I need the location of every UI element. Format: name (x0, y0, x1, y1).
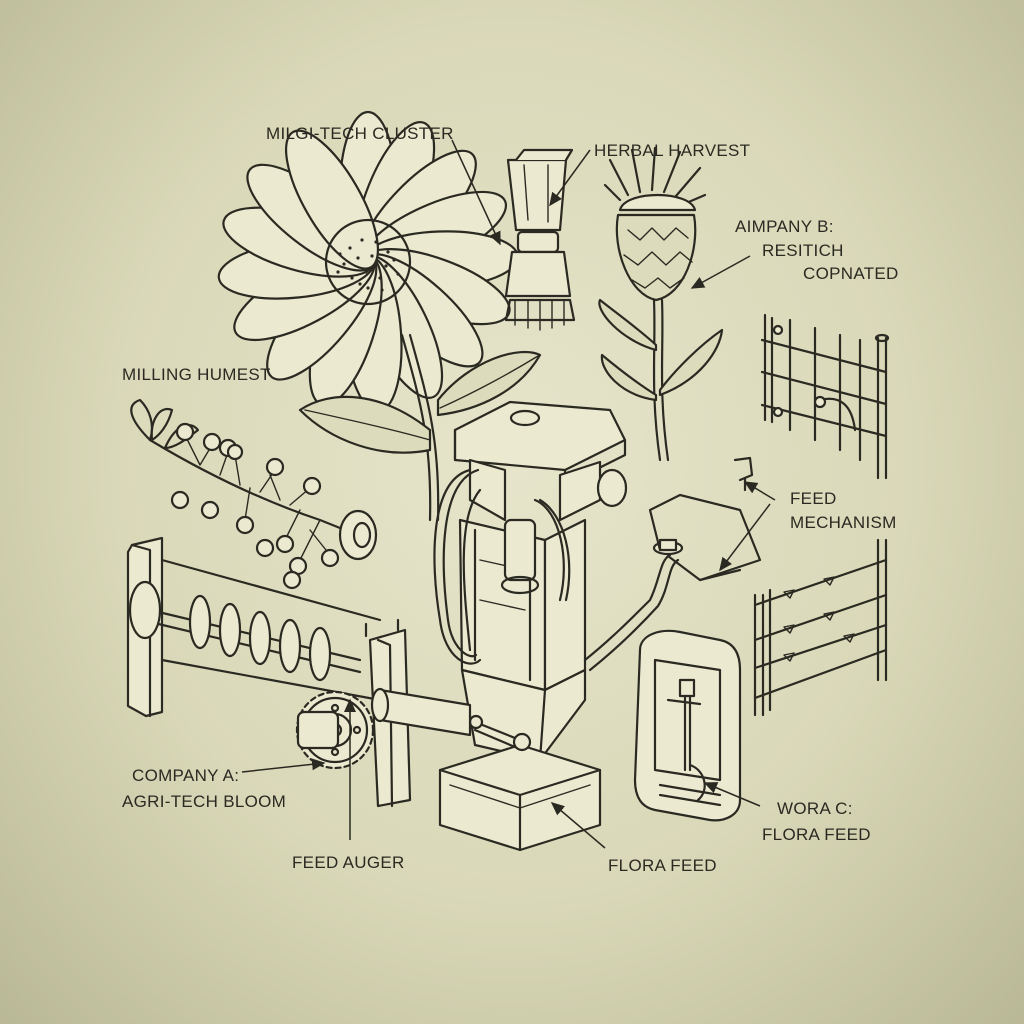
label-flora-feed: FLORA FEED (608, 856, 717, 875)
label-feed-mechanism-line1: FEED (790, 489, 837, 508)
diagram-labels: MILGI-TECH CLUSTER HERBAL HARVEST AIMPAN… (122, 124, 899, 875)
label-aimpany-b-line2: RESITICH (762, 241, 844, 260)
label-aimpany-b-line3: COPNATED (803, 264, 899, 283)
leader-lines (241, 139, 776, 849)
fence-rail-icon (753, 538, 888, 717)
fence-grid-icon (760, 313, 890, 480)
seed-cup-icon (504, 148, 576, 331)
label-herbal-harvest: HERBAL HARVEST (594, 141, 750, 160)
label-feed-auger: FEED AUGER (292, 853, 405, 872)
label-wora-c-line2: FLORA FEED (762, 825, 871, 844)
feed-mill-machine-icon (370, 400, 628, 852)
label-feed-mechanism-line2: MECHANISM (790, 513, 897, 532)
berry-branch-icon (130, 398, 378, 590)
daisy-flower-icon (217, 110, 542, 522)
thistle-flower-icon (598, 146, 724, 462)
label-milgi-tech-cluster: MILGI-TECH CLUSTER (266, 124, 454, 143)
dispenser-frame-icon (633, 629, 742, 822)
label-company-a-line2: AGRI-TECH BLOOM (122, 792, 286, 811)
label-company-a-line1: COMPANY A: (132, 766, 239, 785)
label-wora-c-line1: WORA C: (777, 799, 853, 818)
label-milling-humest: MILLING HUMEST (122, 365, 271, 384)
label-aimpany-b-line1: AIMPANY B: (735, 217, 834, 236)
